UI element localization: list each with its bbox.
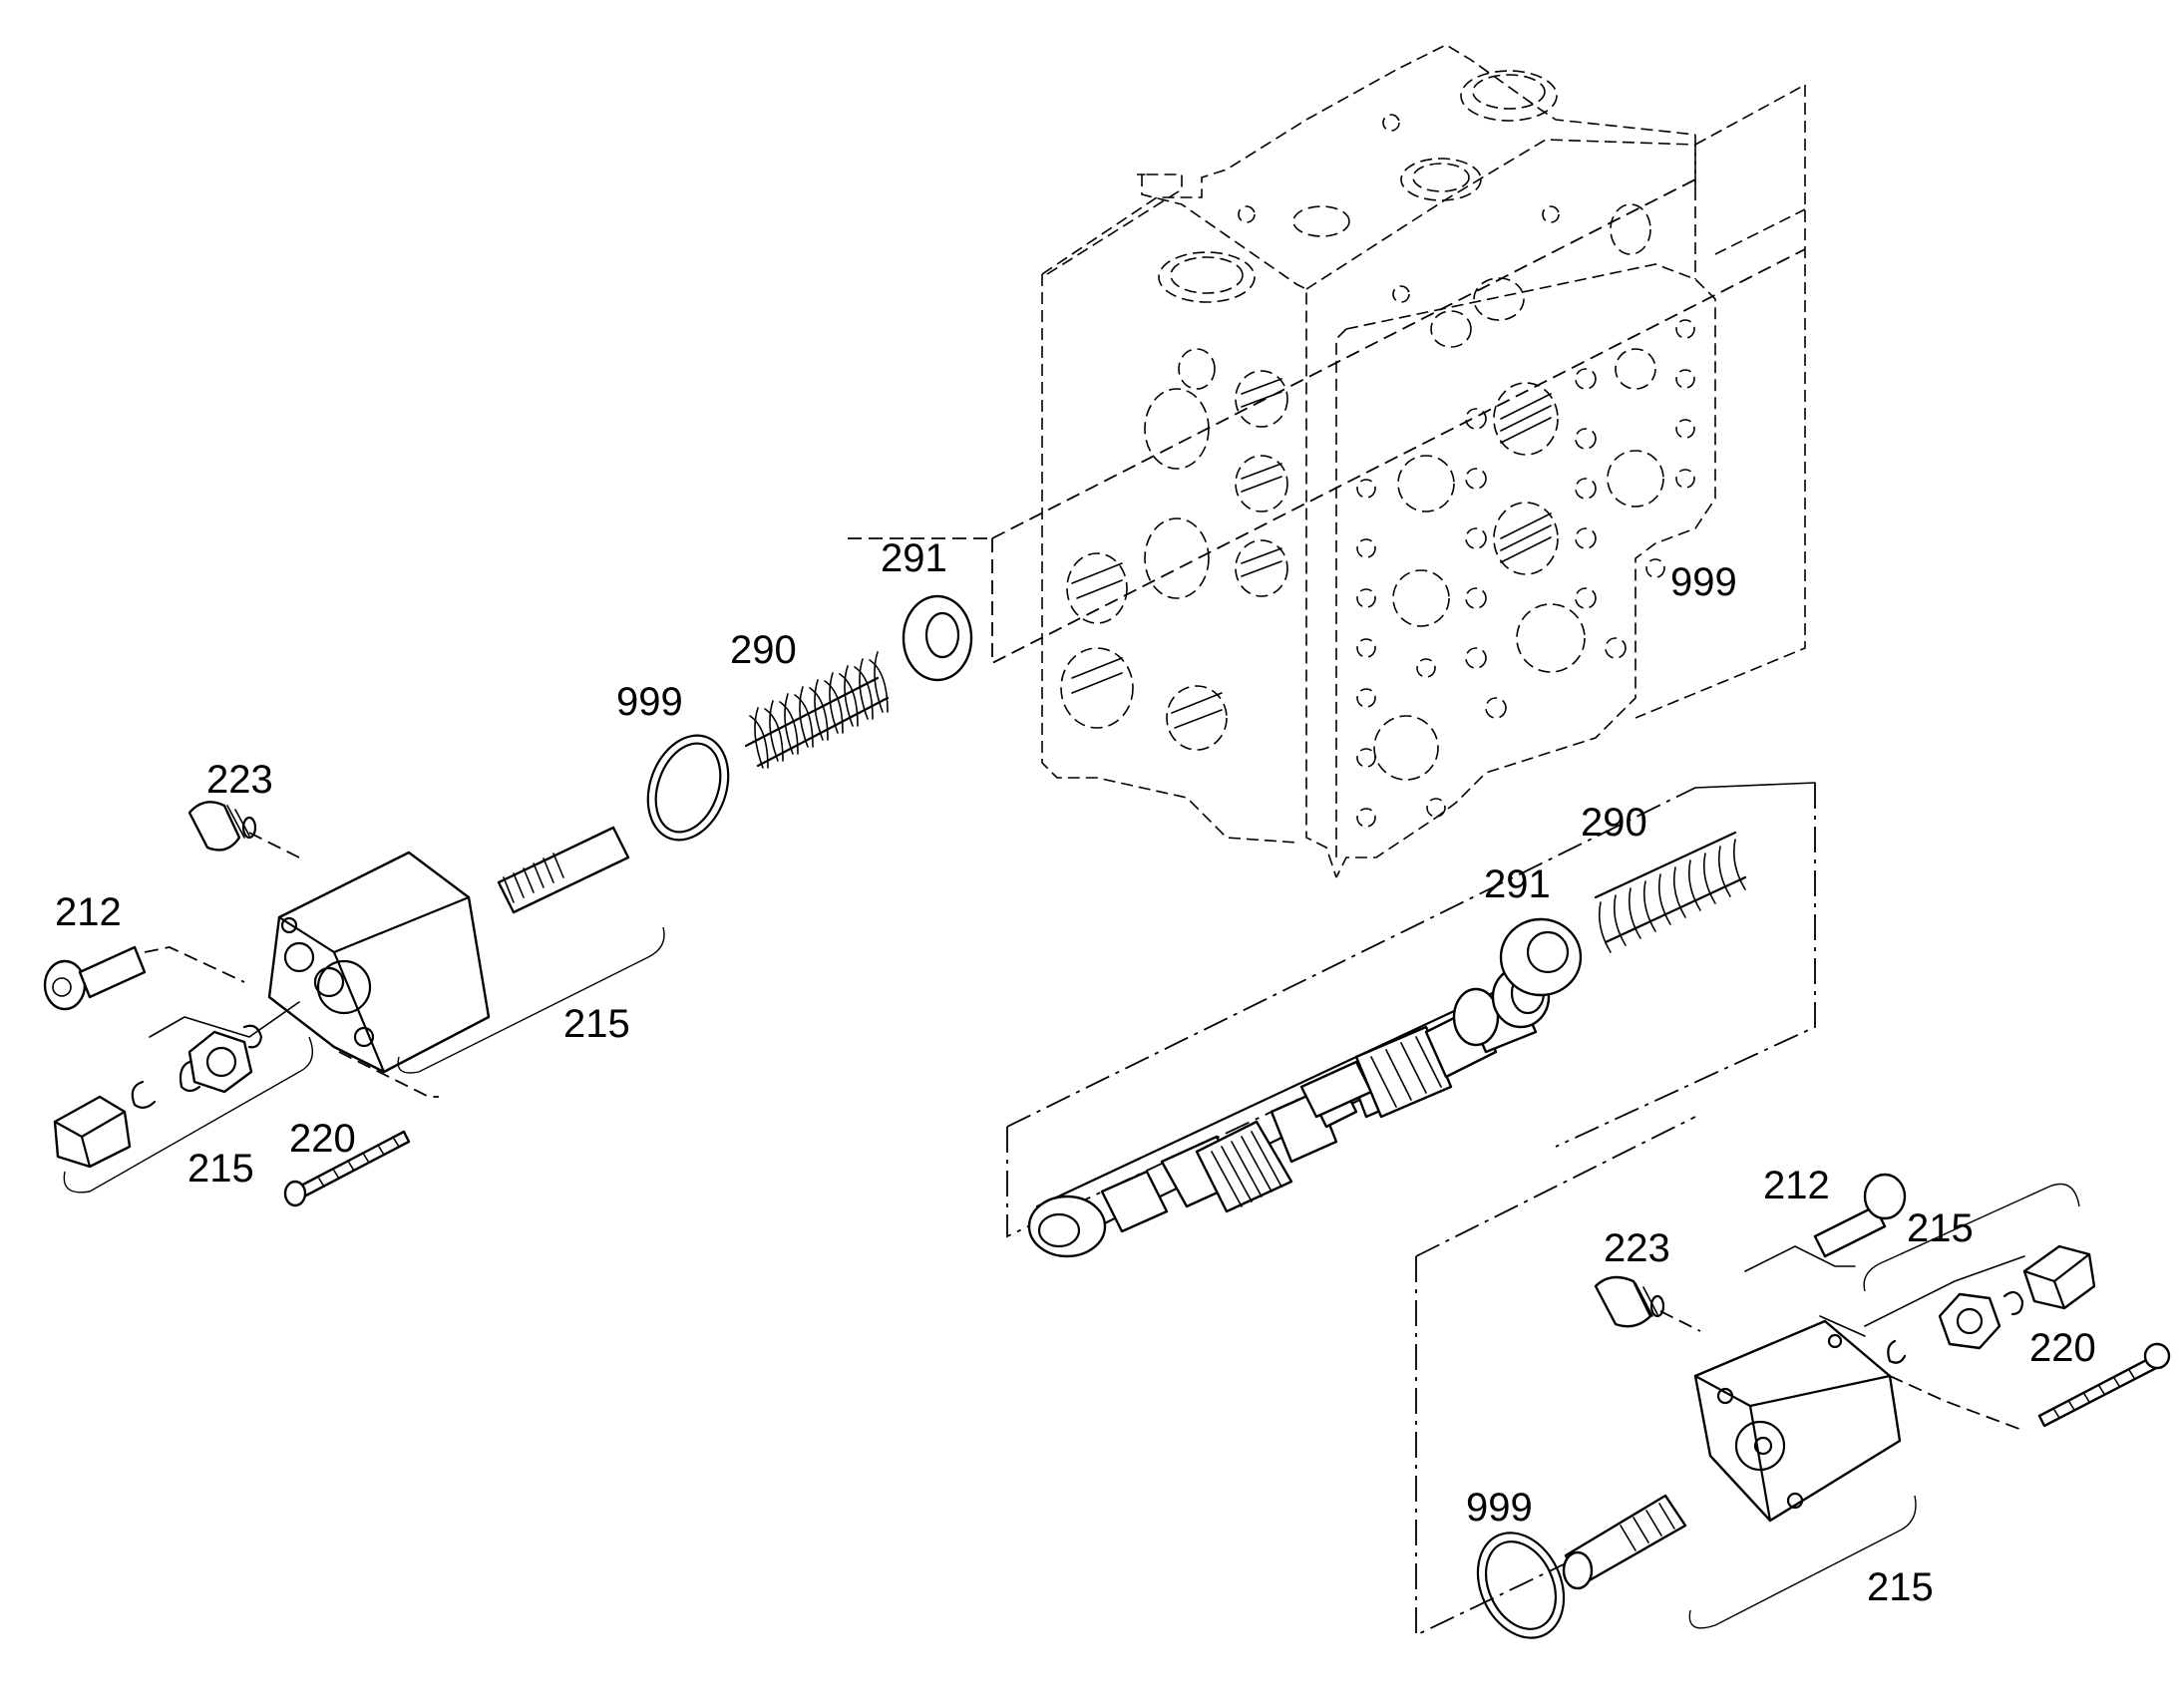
callout-215-right-b: 215 [1867,1565,1934,1609]
callout-220-right: 220 [2029,1326,2096,1370]
spring-290-lower [1594,831,1747,953]
left-cap-assembly [43,734,730,1207]
callout-labels: 223 212 215 215 220 999 290 291 999 290 … [55,536,2096,1609]
callout-215-left-b: 215 [187,1147,254,1191]
washer-291-upper [902,594,973,682]
main-spool [1027,965,1551,1258]
spring-290-upper [744,651,890,769]
callout-999-seal-left: 999 [616,680,683,724]
callout-212-right: 212 [1763,1164,1830,1207]
callout-999-seal-right: 999 [1466,1486,1533,1530]
callout-291-lower: 291 [1484,862,1551,906]
callout-290-lower: 290 [1581,801,1647,845]
callout-212-left: 212 [55,890,122,934]
callout-223-left: 223 [206,758,273,802]
callout-999-housing: 999 [1670,560,1737,604]
valve-housing [1041,44,1806,878]
callout-215-left-a: 215 [563,1002,630,1046]
port-hatching [1071,378,1552,729]
callout-291-upper: 291 [881,536,947,580]
callout-220-left: 220 [289,1117,356,1161]
callout-215-right-a: 215 [1907,1206,1974,1250]
callout-223-right: 223 [1604,1226,1670,1270]
right-cap-assembly [1476,1173,2171,1639]
callout-290-upper: 290 [730,628,797,672]
front-face-ports [1356,319,1695,828]
washer-291-lower [1499,917,1583,997]
